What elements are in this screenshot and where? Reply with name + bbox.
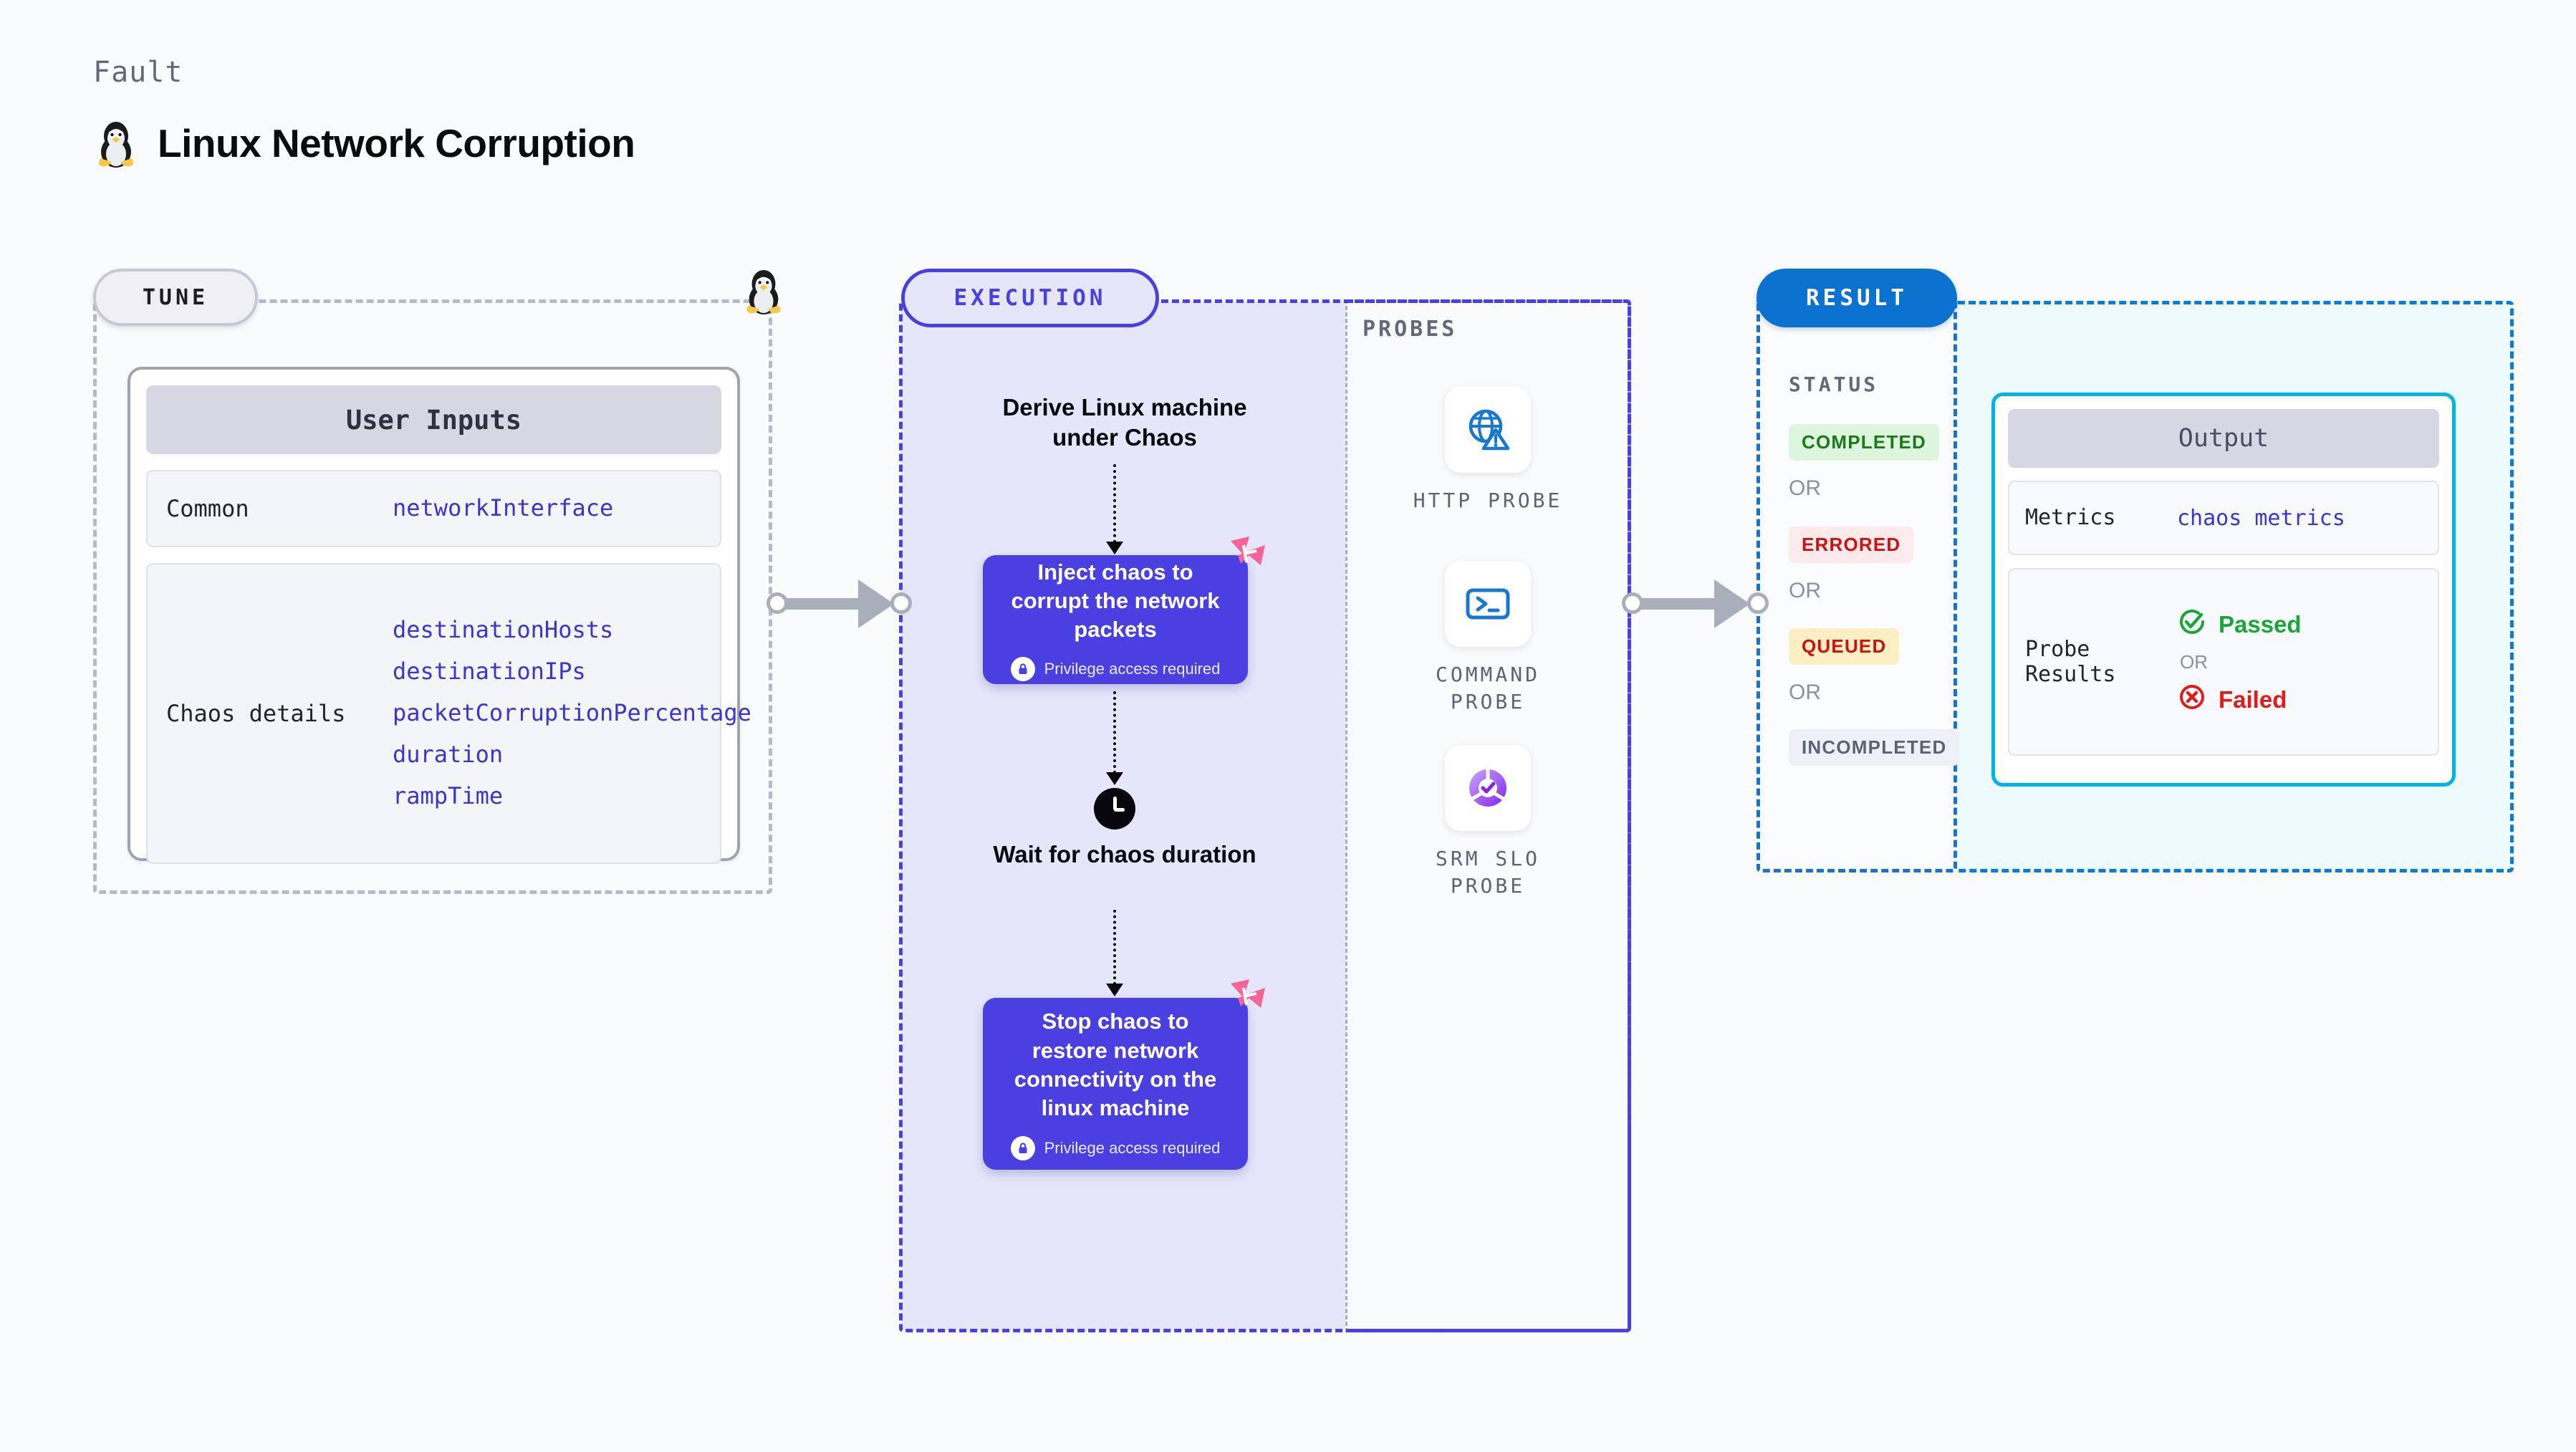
- result-status-section-box: [1756, 299, 1957, 872]
- lock-icon: [1010, 657, 1035, 682]
- execution-step-inject-card[interactable]: Inject chaos to corrupt the network pack…: [983, 537, 1265, 684]
- page-title: Linux Network Corruption: [158, 121, 635, 165]
- execution-section-pill[interactable]: EXECUTION: [901, 269, 1159, 327]
- input-param: networkInterface: [393, 494, 614, 522]
- probe-label: SRM SLO PROBE: [1435, 847, 1540, 898]
- connector-node-tune-out: [766, 592, 788, 614]
- privilege-note: Privilege access required: [1010, 1135, 1221, 1160]
- status-badge-queued: QUEUED: [1789, 628, 1900, 665]
- probe-verdict-failed: Failed: [2177, 682, 2302, 718]
- privilege-note-text: Privilege access required: [1044, 1138, 1221, 1157]
- privilege-note-text: Privilege access required: [1044, 660, 1221, 678]
- check-circle-icon: [2177, 607, 2207, 643]
- tux-penguin-icon: [93, 118, 139, 168]
- flow-arrow-3: [1106, 910, 1123, 996]
- step-card-title: Stop chaos to restore network connectivi…: [1014, 1009, 1217, 1121]
- row-values: chaos metrics: [2177, 506, 2345, 531]
- probe-item-http[interactable]: HTTP PROBE: [1402, 387, 1574, 514]
- row-label: Metrics: [2025, 505, 2116, 531]
- step-card-title: Inject chaos to corrupt the network pack…: [1011, 559, 1220, 643]
- execution-step-wait-label: Wait for chaos duration: [993, 841, 1256, 867]
- user-inputs-card: User Inputs Common networkInterface Chao…: [128, 367, 751, 864]
- row-values: networkInterface: [393, 494, 614, 522]
- execution-step-stop-card[interactable]: Stop chaos to restore network connectivi…: [983, 979, 1265, 1170]
- or-separator: OR: [1789, 476, 1821, 500]
- page-title-row: Linux Network Corruption: [93, 118, 635, 168]
- execution-step-derive-label: Derive Linux machine under Chaos: [1002, 394, 1247, 451]
- output-card: Output Metrics chaos metrics Probe Resul…: [1991, 393, 2456, 787]
- execution-section-box: [899, 299, 1631, 1332]
- row-label: Chaos details: [166, 700, 346, 727]
- probe-verdict-passed: Passed: [2177, 607, 2302, 643]
- status-section-title: STATUS: [1789, 372, 1879, 396]
- input-param: duration: [393, 740, 504, 768]
- input-param: destinationHosts: [393, 616, 614, 644]
- user-inputs-row-common: Common networkInterface: [146, 470, 721, 547]
- status-badge-completed: COMPLETED: [1789, 424, 1940, 461]
- user-inputs-title: User Inputs: [146, 385, 721, 454]
- probes-section-label: PROBES: [1363, 317, 1458, 342]
- user-inputs-row-chaos-details: Chaos details destinationHosts destinati…: [146, 563, 751, 864]
- row-label: Common: [166, 495, 249, 522]
- or-separator: OR: [2180, 650, 2208, 673]
- terminal-prompt-icon: [1445, 561, 1531, 647]
- output-row-probe-results: Probe Results Passed OR: [2008, 568, 2439, 756]
- row-values: destinationHosts destinationIPs packetCo…: [393, 616, 751, 809]
- connector-node-probes-out: [1622, 592, 1643, 614]
- row-label: Probe Results: [2025, 636, 2116, 687]
- result-section-pill[interactable]: RESULT: [1756, 269, 1957, 327]
- output-row-metrics: Metrics chaos metrics: [2008, 481, 2439, 555]
- connector-node-result-in: [1747, 592, 1769, 614]
- globe-warning-icon: [1445, 387, 1531, 473]
- flow-arrow-1: [1106, 464, 1123, 554]
- tux-penguin-icon: [741, 266, 786, 319]
- probe-label: COMMAND PROBE: [1435, 663, 1540, 713]
- probe-label: HTTP PROBE: [1413, 489, 1563, 512]
- status-badge-errored: ERRORED: [1789, 527, 1914, 563]
- metrics-value: chaos metrics: [2177, 505, 2345, 531]
- harness-logo-icon: [1225, 534, 1269, 582]
- row-values: Passed OR Failed: [2177, 607, 2302, 718]
- clock-icon: [1094, 788, 1135, 830]
- or-separator: OR: [1789, 579, 1821, 602]
- probe-item-srm-slo[interactable]: SRM SLO PROBE: [1402, 745, 1574, 900]
- status-badge-incompleted: INCOMPLETED: [1789, 729, 1960, 766]
- flow-arrow-2: [1106, 691, 1123, 785]
- input-param: packetCorruptionPercentage: [393, 699, 751, 727]
- verdict-label: Passed: [2219, 610, 2302, 638]
- harness-logo-icon: [1225, 976, 1269, 1024]
- slo-check-gauge-icon: [1445, 745, 1531, 831]
- input-param: destinationIPs: [393, 658, 586, 686]
- privilege-note: Privilege access required: [1010, 657, 1221, 682]
- tune-section-pill[interactable]: TUNE: [93, 269, 258, 326]
- connector-node-execution-in: [890, 592, 912, 614]
- input-param: rampTime: [393, 782, 504, 809]
- or-separator: OR: [1789, 681, 1821, 704]
- lock-icon: [1010, 1135, 1035, 1160]
- x-circle-icon: [2177, 682, 2207, 718]
- fault-kind-label: Fault: [93, 56, 183, 89]
- probe-item-command[interactable]: COMMAND PROBE: [1402, 561, 1574, 716]
- output-card-title: Output: [2008, 409, 2439, 468]
- verdict-label: Failed: [2219, 686, 2287, 713]
